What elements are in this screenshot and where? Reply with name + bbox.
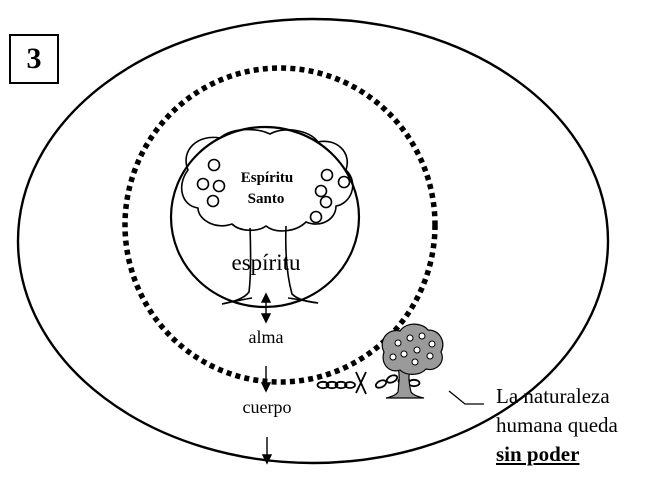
- figure-number-box: 3: [9, 34, 59, 84]
- body-out-arrow: [261, 437, 273, 465]
- holy-spirit-label-line2: Santo: [248, 191, 285, 207]
- spirit-label: espíritu: [232, 250, 301, 275]
- spirit-inner-circle: [169, 125, 361, 309]
- broken-chain-icon: [316, 371, 421, 395]
- body-label: cuerpo: [243, 397, 292, 417]
- human-nature-tree-icon: [381, 323, 444, 399]
- soul-dotted-circle: [122, 65, 438, 385]
- spirit-tree-icon: [180, 128, 354, 305]
- figure-number: 3: [26, 42, 42, 75]
- caption-leader-line: [448, 390, 484, 405]
- caption-line1: La naturaleza: [496, 384, 610, 408]
- caption-line2: humana queda: [496, 413, 618, 437]
- soul-to-body-arrow: [260, 366, 272, 393]
- body-outer-circle: [16, 17, 610, 465]
- spirit-to-soul-arrow: [260, 292, 272, 324]
- caption: La naturaleza humana queda sin poder: [496, 382, 656, 469]
- soul-label: alma: [249, 327, 284, 347]
- holy-spirit-label-line1: Espíritu: [241, 170, 294, 186]
- caption-line3: sin poder: [496, 442, 580, 466]
